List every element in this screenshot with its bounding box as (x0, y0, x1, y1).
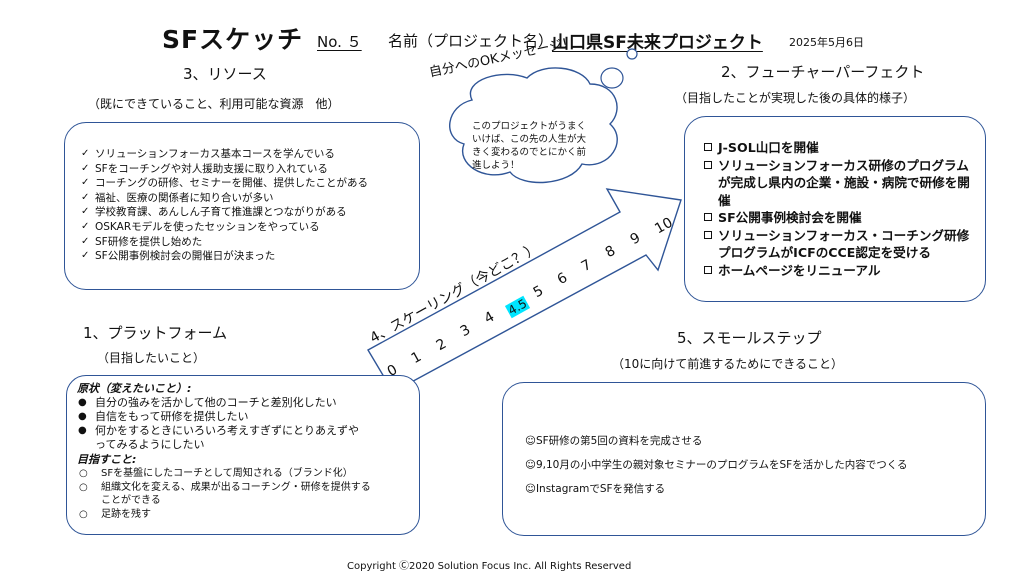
name-label: 名前（プロジェクト名） (388, 32, 554, 50)
list-item: 学校教育課、あんしん子育て推進課とつながりがある (81, 205, 419, 220)
future-subheading: （目指したことが実現した後の具体的様子） (675, 91, 916, 105)
list-item: ソリューションフォーカス・コーチング研修プログラムがICFのCCE認定を受ける (703, 227, 973, 262)
list-item: ソリューションフォーカス研修のプログラムが完成し県内の企業・施設・病院で研修を開… (703, 157, 973, 210)
list-item: SF研修を提供し始めた (81, 235, 419, 250)
step-item: ☺SF研修の第5回の資料を完成させる (525, 435, 703, 447)
thought-bubble-icon (449, 48, 638, 184)
list-item: ソリューションフォーカス基本コースを学んでいる (81, 147, 419, 162)
list-item: SFをコーチングや対人援助支援に取り入れている (81, 162, 419, 177)
platform-heading: 1、プラットフォーム (83, 324, 228, 342)
copyright-footer: Copyright Ⓒ2020 Solution Focus Inc. All … (347, 561, 632, 572)
list-item: ホームページをリニューアル (703, 262, 973, 280)
page-title: SFスケッチ (162, 25, 304, 54)
list-item: SFを基盤にしたコーチとして周知される（ブランド化） (77, 467, 413, 481)
list-item: 自信をもって研修を提供したい (77, 410, 413, 424)
list-item: 自分の強みを活かして他のコーチと差別化したい (77, 396, 413, 410)
goal-label: 目指すこと: (77, 453, 137, 466)
list-item: 福祉、医療の関係者に知り合いが多い (81, 191, 419, 206)
list-item: 組織文化を変える、成果が出るコーチング・研修を提供することができる (77, 481, 413, 508)
goal-list: SFを基盤にしたコーチとして周知される（ブランド化） 組織文化を変える、成果が出… (77, 467, 413, 521)
step-item: ☺9,10月の小中学生の親対象セミナーのプログラムをSFを活かした内容でつくる (525, 459, 908, 471)
list-item: J-SOL山口を開催 (703, 139, 973, 157)
list-item: OSKARモデルを使ったセッションをやっている (81, 220, 419, 235)
resources-subheading: （既にできていること、利用可能な資源 他） (88, 97, 340, 111)
future-heading: 2、フューチャーパーフェクト (721, 63, 925, 81)
list-item: SF公開事例検討会を開催 (703, 209, 973, 227)
resources-box: ソリューションフォーカス基本コースを学んでいる SFをコーチングや対人援助支援に… (64, 122, 420, 290)
list-item: コーチングの研修、セミナーを開催、提供したことがある (81, 176, 419, 191)
header: SFスケッチ No. ５ 名前（プロジェクト名） 山口県SF未来プロジェクト 2… (0, 20, 1024, 54)
ok-message-text: このプロジェクトがうまくいけば、この先の人生が大きく変わるのでとにかく前進しよう… (472, 121, 587, 171)
list-item: 足跡を残す (77, 508, 413, 522)
current-label: 原状（変えたいこと）: (77, 382, 192, 395)
platform-box: 原状（変えたいこと）: 自分の強みを活かして他のコーチと差別化したい 自信をもっ… (66, 375, 420, 535)
project-name: 山口県SF未来プロジェクト (552, 33, 763, 53)
step-item: ☺InstagramでSFを発信する (525, 483, 666, 495)
future-box: J-SOL山口を開催 ソリューションフォーカス研修のプログラムが完成し県内の企業… (684, 116, 986, 302)
resources-heading: 3、リソース (183, 65, 267, 83)
resources-list: ソリューションフォーカス基本コースを学んでいる SFをコーチングや対人援助支援に… (81, 147, 419, 264)
future-list: J-SOL山口を開催 ソリューションフォーカス研修のプログラムが完成し県内の企業… (703, 139, 973, 279)
small-steps-subheading: （10に向けて前進するためにできること） (612, 357, 844, 371)
sketch-date: 2025年5月6日 (789, 36, 864, 49)
list-item: 何かをするときにいろいろ考えすぎずにとりあえずやってみるようにしたい (77, 424, 413, 452)
current-list: 自分の強みを活かして他のコーチと差別化したい 自信をもって研修を提供したい 何か… (77, 396, 413, 452)
platform-subheading: （目指したいこと） (97, 351, 206, 365)
small-steps-box: ☺SF研修の第5回の資料を完成させる ☺9,10月の小中学生の親対象セミナーのプ… (502, 382, 986, 536)
sketch-number: No. ５ (317, 33, 362, 51)
small-steps-heading: 5、スモールステップ (677, 329, 822, 347)
list-item: SF公開事例検討会の開催日が決まった (81, 249, 419, 264)
